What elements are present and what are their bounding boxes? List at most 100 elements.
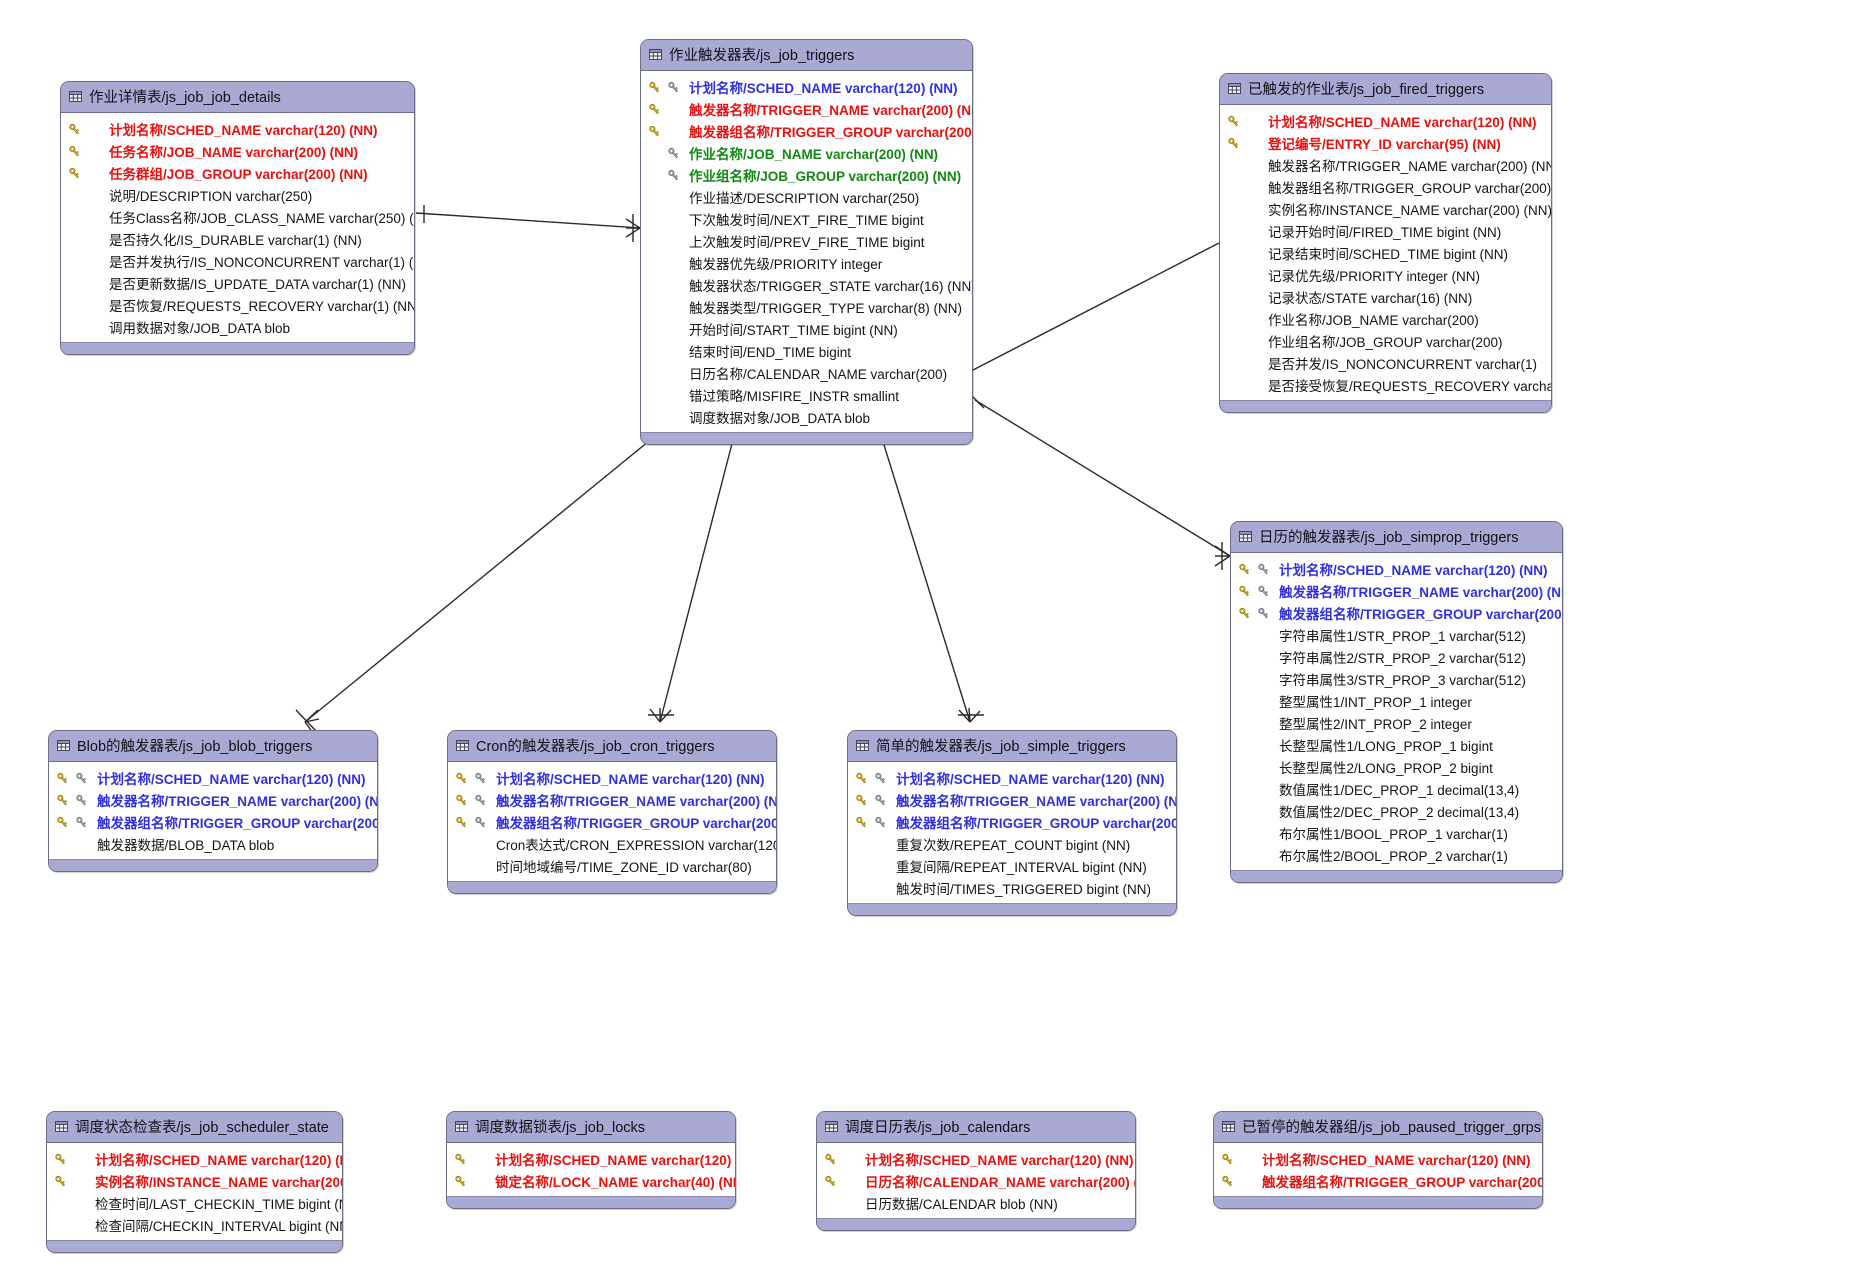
- attribute-row[interactable]: 整型属性1/INT_PROP_1 integer: [1235, 690, 1554, 712]
- attribute-row[interactable]: 触发器名称/TRIGGER_NAME varchar(200) (NN): [1224, 154, 1551, 176]
- attribute-row[interactable]: 调度数据对象/JOB_DATA blob: [645, 406, 964, 428]
- entity-header-scheduler_state[interactable]: 调度状态检查表/js_job_scheduler_state: [47, 1112, 342, 1143]
- entity-header-triggers[interactable]: 作业触发器表/js_job_triggers: [641, 40, 972, 71]
- attribute-row[interactable]: 记录开始时间/FIRED_TIME bigint (NN): [1224, 220, 1543, 242]
- attribute-row[interactable]: 触发器组名称/TRIGGER_GROUP varchar(200) (NN): [852, 811, 1176, 833]
- attribute-row[interactable]: 计划名称/SCHED_NAME varchar(120) (NN): [452, 767, 768, 789]
- attribute-row[interactable]: 错过策略/MISFIRE_INSTR smallint: [645, 384, 964, 406]
- attribute-row[interactable]: 上次触发时间/PREV_FIRE_TIME bigint: [645, 230, 964, 252]
- attribute-row[interactable]: 触发器名称/TRIGGER_NAME varchar(200) (NN): [852, 789, 1176, 811]
- attribute-row[interactable]: 触发器优先级/PRIORITY integer: [645, 252, 964, 274]
- attribute-row[interactable]: 触发器组名称/TRIGGER_GROUP varchar(200) (NN): [645, 120, 972, 142]
- entity-paused_trigger_grps[interactable]: 已暂停的触发器组/js_job_paused_trigger_grps 计划名称/…: [1213, 1111, 1543, 1209]
- attribute-row[interactable]: 整型属性2/INT_PROP_2 integer: [1235, 712, 1554, 734]
- attribute-row[interactable]: 触发时间/TIMES_TRIGGERED bigint (NN): [852, 877, 1168, 899]
- entity-header-simprop_triggers[interactable]: 日历的触发器表/js_job_simprop_triggers: [1231, 522, 1562, 553]
- attribute-row[interactable]: 作业名称/JOB_NAME varchar(200): [1224, 308, 1543, 330]
- attribute-row[interactable]: 记录优先级/PRIORITY integer (NN): [1224, 264, 1543, 286]
- entity-header-fired_triggers[interactable]: 已触发的作业表/js_job_fired_triggers: [1220, 74, 1551, 105]
- attribute-row[interactable]: 开始时间/START_TIME bigint (NN): [645, 318, 964, 340]
- attribute-row[interactable]: 任务Class名称/JOB_CLASS_NAME varchar(250) (N…: [65, 206, 414, 228]
- attribute-row[interactable]: 日历名称/CALENDAR_NAME varchar(200): [645, 362, 964, 384]
- entity-cron_triggers[interactable]: Cron的触发器表/js_job_cron_triggers 计划名称/SCHED…: [447, 730, 777, 894]
- attribute-row[interactable]: 作业组名称/JOB_GROUP varchar(200) (NN): [645, 164, 964, 186]
- attribute-row[interactable]: 下次触发时间/NEXT_FIRE_TIME bigint: [645, 208, 964, 230]
- entity-header-blob_triggers[interactable]: Blob的触发器表/js_job_blob_triggers: [49, 731, 377, 762]
- attribute-row[interactable]: 字符串属性2/STR_PROP_2 varchar(512): [1235, 646, 1554, 668]
- attribute-row[interactable]: 触发器名称/TRIGGER_NAME varchar(200) (NN): [645, 98, 972, 120]
- attribute-row[interactable]: 日历数据/CALENDAR blob (NN): [821, 1192, 1127, 1214]
- attribute-row[interactable]: 长整型属性1/LONG_PROP_1 bigint: [1235, 734, 1554, 756]
- attribute-row[interactable]: 触发器名称/TRIGGER_NAME varchar(200) (NN): [53, 789, 377, 811]
- attribute-row[interactable]: 是否持久化/IS_DURABLE varchar(1) (NN): [65, 228, 406, 250]
- attribute-row[interactable]: 记录结束时间/SCHED_TIME bigint (NN): [1224, 242, 1543, 264]
- attribute-row[interactable]: 触发器状态/TRIGGER_STATE varchar(16) (NN): [645, 274, 972, 296]
- attribute-row[interactable]: 长整型属性2/LONG_PROP_2 bigint: [1235, 756, 1554, 778]
- attribute-row[interactable]: 实例名称/INSTANCE_NAME varchar(200) (NN): [51, 1170, 342, 1192]
- attribute-row[interactable]: 说明/DESCRIPTION varchar(250): [65, 184, 406, 206]
- attribute-row[interactable]: 布尔属性1/BOOL_PROP_1 varchar(1): [1235, 822, 1554, 844]
- attribute-row[interactable]: 检查间隔/CHECKIN_INTERVAL bigint (NN): [51, 1214, 342, 1236]
- attribute-row[interactable]: 计划名称/SCHED_NAME varchar(120) (NN): [53, 767, 369, 789]
- attribute-row[interactable]: 是否更新数据/IS_UPDATE_DATA varchar(1) (NN): [65, 272, 406, 294]
- attribute-row[interactable]: 触发器数据/BLOB_DATA blob: [53, 833, 369, 855]
- attribute-row[interactable]: 计划名称/SCHED_NAME varchar(120) (NN): [645, 76, 964, 98]
- attribute-row[interactable]: 作业组名称/JOB_GROUP varchar(200): [1224, 330, 1543, 352]
- attribute-row[interactable]: 调用数据对象/JOB_DATA blob: [65, 316, 406, 338]
- entity-calendars[interactable]: 调度日历表/js_job_calendars 计划名称/SCHED_NAME va…: [816, 1111, 1136, 1231]
- entity-simple_triggers[interactable]: 简单的触发器表/js_job_simple_triggers 计划名称/SCHED…: [847, 730, 1177, 916]
- entity-header-cron_triggers[interactable]: Cron的触发器表/js_job_cron_triggers: [448, 731, 776, 762]
- attribute-row[interactable]: 任务名称/JOB_NAME varchar(200) (NN): [65, 140, 406, 162]
- attribute-row[interactable]: 计划名称/SCHED_NAME varchar(120) (NN): [852, 767, 1168, 789]
- attribute-row[interactable]: 计划名称/SCHED_NAME varchar(120) (NN): [451, 1148, 735, 1170]
- attribute-row[interactable]: 作业描述/DESCRIPTION varchar(250): [645, 186, 964, 208]
- attribute-row[interactable]: 计划名称/SCHED_NAME varchar(120) (NN): [821, 1148, 1134, 1170]
- attribute-row[interactable]: 触发器类型/TRIGGER_TYPE varchar(8) (NN): [645, 296, 964, 318]
- entity-header-paused_trigger_grps[interactable]: 已暂停的触发器组/js_job_paused_trigger_grps: [1214, 1112, 1542, 1143]
- attribute-row[interactable]: 登记编号/ENTRY_ID varchar(95) (NN): [1224, 132, 1543, 154]
- attribute-row[interactable]: Cron表达式/CRON_EXPRESSION varchar(120) (NN…: [452, 833, 776, 855]
- attribute-row[interactable]: 结束时间/END_TIME bigint: [645, 340, 964, 362]
- entity-fired_triggers[interactable]: 已触发的作业表/js_job_fired_triggers 计划名称/SCHED_…: [1219, 73, 1552, 413]
- attribute-row[interactable]: 计划名称/SCHED_NAME varchar(120) (NN): [1235, 558, 1554, 580]
- attribute-row[interactable]: 实例名称/INSTANCE_NAME varchar(200) (NN): [1224, 198, 1551, 220]
- entity-job_details[interactable]: 作业详情表/js_job_job_details 计划名称/SCHED_NAME …: [60, 81, 415, 355]
- attribute-row[interactable]: 时间地域编号/TIME_ZONE_ID varchar(80): [452, 855, 768, 877]
- attribute-row[interactable]: 触发器组名称/TRIGGER_GROUP varchar(200) (NN): [1235, 602, 1562, 624]
- attribute-row[interactable]: 作业名称/JOB_NAME varchar(200) (NN): [645, 142, 964, 164]
- attribute-row[interactable]: 计划名称/SCHED_NAME varchar(120) (NN): [1224, 110, 1543, 132]
- attribute-row[interactable]: 触发器组名称/TRIGGER_GROUP varchar(200) (NN): [452, 811, 776, 833]
- attribute-row[interactable]: 触发器名称/TRIGGER_NAME varchar(200) (NN): [452, 789, 776, 811]
- attribute-row[interactable]: 记录状态/STATE varchar(16) (NN): [1224, 286, 1543, 308]
- entity-scheduler_state[interactable]: 调度状态检查表/js_job_scheduler_state 计划名称/SCHED…: [46, 1111, 343, 1253]
- attribute-row[interactable]: 计划名称/SCHED_NAME varchar(120) (NN): [51, 1148, 342, 1170]
- attribute-row[interactable]: 是否恢复/REQUESTS_RECOVERY varchar(1) (NN): [65, 294, 414, 316]
- attribute-row[interactable]: 数值属性1/DEC_PROP_1 decimal(13,4): [1235, 778, 1554, 800]
- entity-triggers[interactable]: 作业触发器表/js_job_triggers 计划名称/SCHED_NAME va…: [640, 39, 973, 445]
- attribute-row[interactable]: 日历名称/CALENDAR_NAME varchar(200) (NN): [821, 1170, 1135, 1192]
- attribute-row[interactable]: 锁定名称/LOCK_NAME varchar(40) (NN): [451, 1170, 735, 1192]
- entity-locks[interactable]: 调度数据锁表/js_job_locks 计划名称/SCHED_NAME varch…: [446, 1111, 736, 1209]
- attribute-row[interactable]: 字符串属性1/STR_PROP_1 varchar(512): [1235, 624, 1554, 646]
- entity-header-simple_triggers[interactable]: 简单的触发器表/js_job_simple_triggers: [848, 731, 1176, 762]
- entity-header-job_details[interactable]: 作业详情表/js_job_job_details: [61, 82, 414, 113]
- attribute-row[interactable]: 计划名称/SCHED_NAME varchar(120) (NN): [1218, 1148, 1534, 1170]
- attribute-row[interactable]: 计划名称/SCHED_NAME varchar(120) (NN): [65, 118, 406, 140]
- attribute-row[interactable]: 触发器名称/TRIGGER_NAME varchar(200) (NN): [1235, 580, 1562, 602]
- attribute-row[interactable]: 重复间隔/REPEAT_INTERVAL bigint (NN): [852, 855, 1168, 877]
- attribute-row[interactable]: 触发器组名称/TRIGGER_GROUP varchar(200) (NN): [1218, 1170, 1542, 1192]
- attribute-row[interactable]: 任务群组/JOB_GROUP varchar(200) (NN): [65, 162, 406, 184]
- entity-blob_triggers[interactable]: Blob的触发器表/js_job_blob_triggers 计划名称/SCHED…: [48, 730, 378, 872]
- attribute-row[interactable]: 触发器组名称/TRIGGER_GROUP varchar(200) (NN): [1224, 176, 1551, 198]
- attribute-row[interactable]: 字符串属性3/STR_PROP_3 varchar(512): [1235, 668, 1554, 690]
- attribute-row[interactable]: 触发器组名称/TRIGGER_GROUP varchar(200) (NN): [53, 811, 377, 833]
- attribute-row[interactable]: 检查时间/LAST_CHECKIN_TIME bigint (NN): [51, 1192, 342, 1214]
- entity-header-calendars[interactable]: 调度日历表/js_job_calendars: [817, 1112, 1135, 1143]
- entity-header-locks[interactable]: 调度数据锁表/js_job_locks: [447, 1112, 735, 1143]
- attribute-row[interactable]: 是否并发执行/IS_NONCONCURRENT varchar(1) (NN): [65, 250, 414, 272]
- attribute-row[interactable]: 是否接受恢复/REQUESTS_RECOVERY varchar(1): [1224, 374, 1551, 396]
- attribute-row[interactable]: 布尔属性2/BOOL_PROP_2 varchar(1): [1235, 844, 1554, 866]
- entity-simprop_triggers[interactable]: 日历的触发器表/js_job_simprop_triggers 计划名称/SCHE…: [1230, 521, 1563, 883]
- attribute-row[interactable]: 重复次数/REPEAT_COUNT bigint (NN): [852, 833, 1168, 855]
- attribute-row[interactable]: 是否并发/IS_NONCONCURRENT varchar(1): [1224, 352, 1543, 374]
